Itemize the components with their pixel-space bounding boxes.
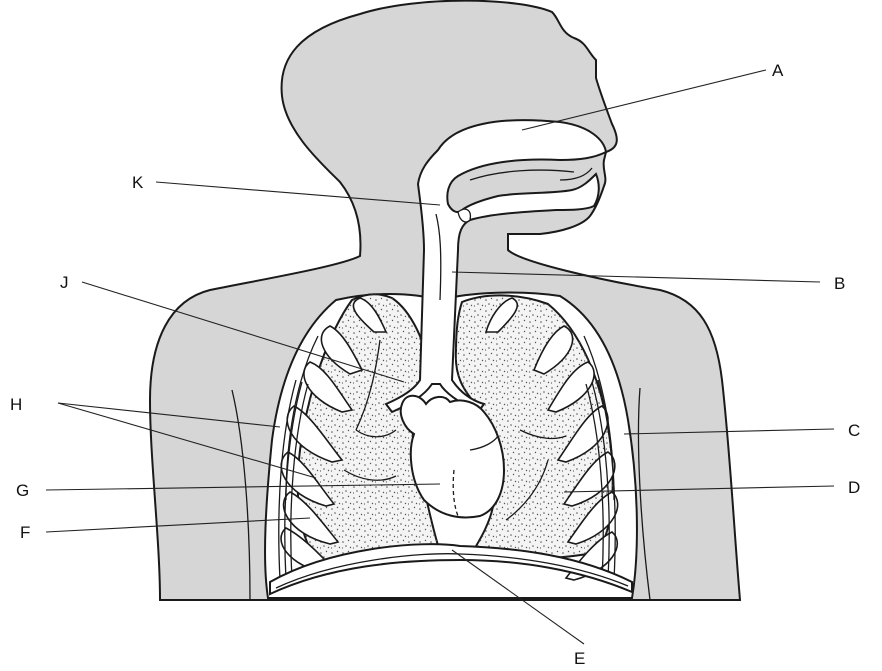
label-c: C <box>848 421 860 440</box>
label-f: F <box>20 523 30 542</box>
label-h: H <box>10 395 22 414</box>
label-k: K <box>132 173 144 192</box>
label-a: A <box>772 61 784 80</box>
label-b: B <box>834 274 845 293</box>
label-e: E <box>574 649 585 668</box>
label-d: D <box>848 478 860 497</box>
label-g: G <box>16 481 29 500</box>
label-j: J <box>60 273 69 292</box>
